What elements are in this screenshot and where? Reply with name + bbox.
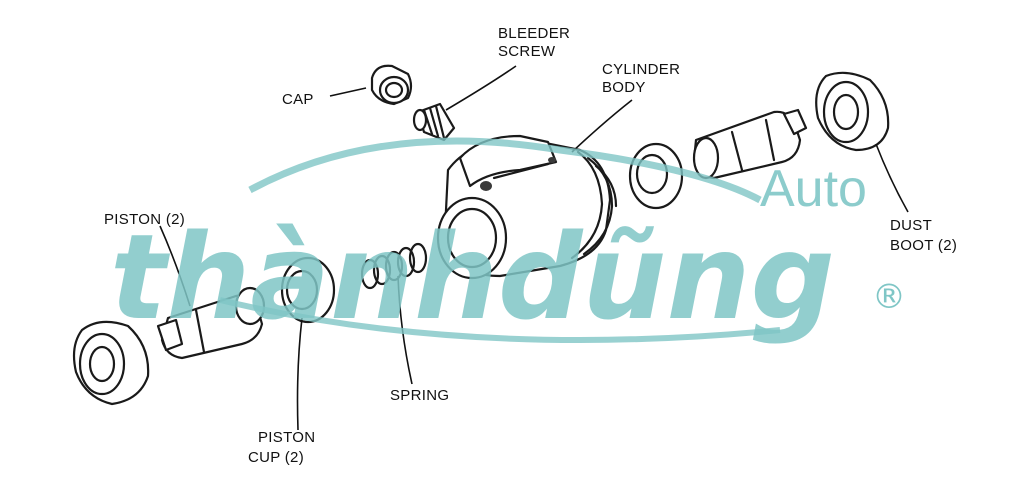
cylinder-body-label-line2: BODY — [602, 79, 646, 96]
right-piston-cup-part — [628, 142, 684, 210]
watermark-main-text: thànhdũng — [110, 208, 835, 346]
cap-part — [370, 64, 413, 106]
piston-cup-label-line2: CUP (2) — [248, 449, 304, 466]
piston-label: PISTON (2) — [104, 211, 185, 228]
cylinder-body-label-line1: CYLINDER — [602, 61, 680, 78]
right-piston-part — [692, 108, 808, 180]
cap-label: CAP — [282, 91, 314, 108]
watermark-secondary-text: Auto — [760, 160, 867, 218]
watermark-logo: thànhdũng Auto ® — [110, 137, 906, 346]
left-piston-cup-part — [280, 256, 336, 324]
bleeder-screw-part — [412, 102, 456, 142]
spring-part — [360, 242, 428, 290]
dust-boot-label-line2: BOOT (2) — [890, 237, 957, 254]
dust-boot-label-line1: DUST — [890, 217, 932, 234]
registered-mark-icon: ® — [872, 277, 906, 317]
bleeder-screw-label-line2: SCREW — [498, 43, 556, 60]
right-dust-boot-part — [815, 71, 890, 152]
piston-cup-label-line1: PISTON — [258, 429, 315, 446]
spring-label: SPRING — [390, 387, 449, 404]
leader-lines — [159, 65, 909, 431]
bleeder-screw-label-line1: BLEEDER — [498, 25, 570, 42]
left-dust-boot-part — [72, 320, 150, 406]
